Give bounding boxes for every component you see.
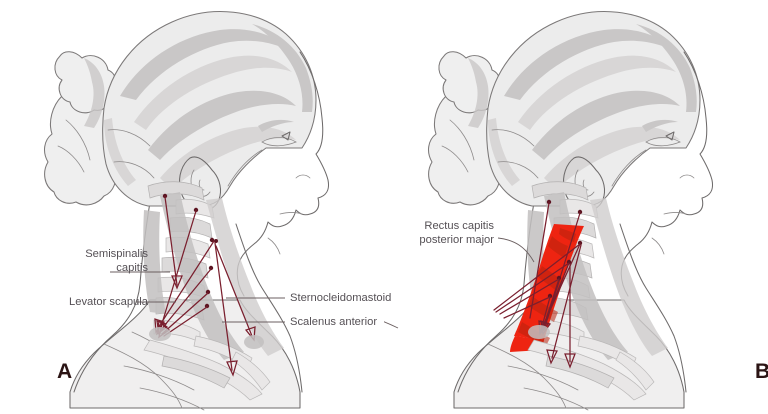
trigger-point-dot [162, 193, 168, 199]
face-profile [236, 51, 329, 297]
head-hair [486, 11, 701, 207]
label-rectus-line2: posterior major [419, 233, 494, 246]
label-semispinalis-line1: Semispinalis [85, 248, 148, 260]
referral-arrows [149, 193, 264, 377]
referral-blob [244, 335, 264, 349]
label-semispinalis-line2: capitis [116, 261, 148, 274]
leader-lines [110, 271, 285, 323]
head-hair [102, 11, 317, 207]
label-rectus-line1: Rectus capitis [424, 220, 494, 232]
leader-scm-continuation [384, 321, 399, 329]
referral-blob [528, 325, 550, 339]
panel-letter-a: A [57, 360, 73, 383]
trigger-point-dot [546, 199, 552, 205]
referral-arrows [493, 199, 583, 369]
panel-a-illustration [43, 11, 329, 411]
trigger-point-dot [209, 237, 215, 243]
face-profile [620, 51, 713, 297]
label-scalenus-anterior: Scalenus anterior [290, 316, 378, 328]
hair-bun [427, 51, 501, 206]
trigger-point-dot [577, 209, 583, 215]
muscle-shading [143, 192, 284, 360]
leader-rectus-capitis [497, 237, 535, 263]
label-levator-scapula: Levator scapula [69, 296, 148, 308]
leader-lines [384, 237, 535, 329]
panel-b: B [384, 0, 768, 414]
trigger-point-dot [193, 207, 199, 213]
label-sternocleidomastoid: Sternocleidomastoid [290, 292, 392, 304]
panel-letter-b: B [755, 360, 768, 383]
clavicle-shoulder [123, 335, 271, 411]
panel-b-illustration [384, 11, 713, 411]
trigger-point-dot [208, 265, 214, 271]
clavicle-shoulder [507, 335, 655, 411]
trigger-point-dot [205, 289, 211, 295]
referral-blob [149, 327, 171, 341]
trigger-point-dot [214, 239, 218, 243]
hair-bun [43, 51, 117, 206]
